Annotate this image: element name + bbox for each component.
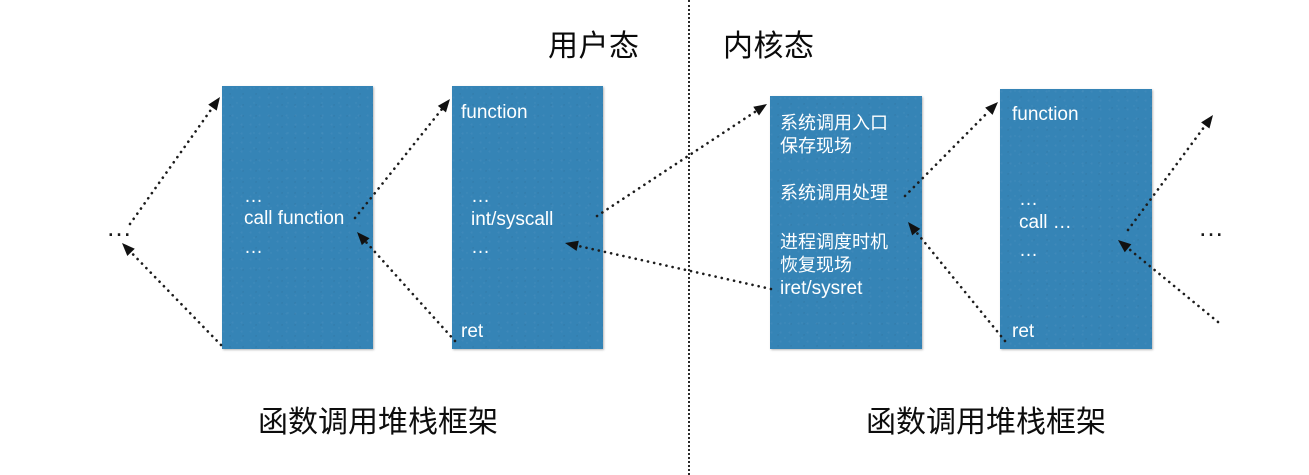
frame-line-user-caller: call function — [244, 208, 345, 229]
caption-kernel-stack-frame: 函数调用堆栈框架 — [866, 406, 1106, 439]
frame-line-kernel-entry: iret/sysret — [780, 278, 863, 299]
arrow-from-left-ellipsis-to-caller-top — [128, 97, 220, 226]
arrowhead — [208, 97, 220, 111]
frame-line-user-callee: ret — [461, 321, 484, 342]
frame-line-user-caller: … — [244, 186, 263, 207]
stack-frame-box-kernel-func — [1000, 89, 1152, 349]
arrow-from-func-ret-to-kernel-handler — [908, 222, 1007, 343]
arrowhead — [122, 243, 135, 256]
arrowhead — [753, 104, 767, 116]
frame-line-kernel-entry: 系统调用处理 — [780, 183, 888, 203]
user-mode-label: 用户态 — [548, 30, 640, 63]
frame-line-kernel-entry: 保存现场 — [780, 136, 852, 156]
mode-divider-dotted-line — [688, 0, 690, 475]
arrowhead — [985, 102, 998, 115]
frame-line-kernel-func: function — [1012, 104, 1079, 125]
frame-line-kernel-entry: 进程调度时机 — [780, 232, 888, 252]
left-ellipsis: … — [106, 212, 135, 242]
caption-user-stack-frame: 函数调用堆栈框架 — [258, 406, 498, 439]
stack-frame-box-kernel-entry — [770, 96, 922, 349]
frame-line-kernel-func: ret — [1012, 321, 1035, 342]
stack-frame-box-user-callee — [452, 86, 603, 349]
frame-line-kernel-func: … — [1019, 189, 1038, 210]
frame-line-user-callee: … — [471, 186, 490, 207]
stack-frame-box-user-caller — [222, 86, 373, 349]
frame-line-user-callee: function — [461, 102, 528, 123]
right-ellipsis: … — [1198, 212, 1227, 242]
frame-line-kernel-entry: 恢复现场 — [780, 255, 852, 275]
frame-line-user-callee: … — [471, 237, 490, 258]
frame-line-user-callee: int/syscall — [471, 209, 554, 230]
frame-line-kernel-func: … — [1019, 240, 1038, 261]
arrowhead — [1201, 115, 1213, 129]
frame-line-kernel-func: call … — [1019, 212, 1072, 233]
frame-line-kernel-entry: 系统调用入口 — [780, 113, 888, 133]
kernel-mode-label: 内核态 — [723, 30, 815, 63]
arrow-from-callee-syscall-to-kernel-entry-top — [595, 104, 767, 218]
arrowhead — [437, 99, 450, 113]
arrow-from-caller-bottom-to-left-ellipsis — [122, 243, 223, 347]
frame-line-user-caller: … — [244, 237, 263, 258]
